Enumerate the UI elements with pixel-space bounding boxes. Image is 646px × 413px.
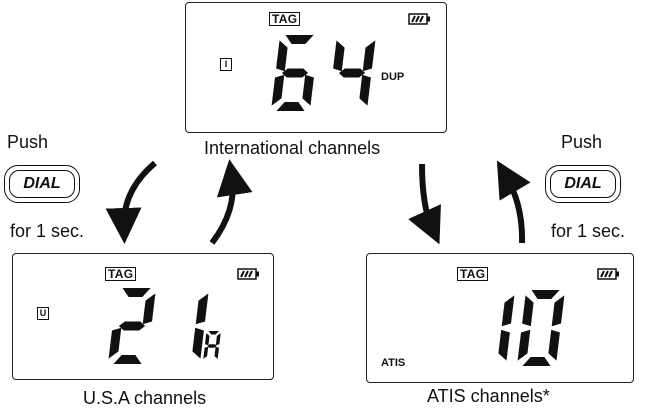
battery-icon (597, 268, 619, 280)
digit-segment-c (548, 329, 560, 361)
digit-segment-g (118, 321, 146, 331)
arrow-international-to-usa (105, 160, 157, 244)
digit-segment-d (276, 102, 305, 111)
digit-segment-c (302, 74, 314, 106)
usa-mode-indicator: U (37, 307, 49, 320)
digit-segment-b (195, 293, 209, 325)
digit-segment-b (142, 293, 156, 325)
digit-segment-b (551, 295, 565, 327)
channel-digit-4 (333, 40, 376, 106)
arrow-international-to-atis (408, 163, 441, 245)
tag-indicator: TAG (457, 267, 489, 281)
digit-segment-f (333, 40, 345, 72)
dial-button-label: DIAL (550, 170, 616, 198)
right-dial-button: DIAL (545, 165, 621, 203)
left-dial-button: DIAL (4, 165, 80, 203)
battery-icon (408, 13, 430, 25)
dial-button-label: DIAL (9, 170, 75, 198)
digit-segment-c (214, 346, 219, 359)
digit-segment-d (113, 355, 142, 364)
arrow-atis-to-international (496, 160, 531, 244)
digit-segment-e (517, 329, 531, 361)
international-mode-indicator: I (220, 58, 232, 71)
digit-segment-a (208, 331, 219, 335)
digit-segment-a (122, 288, 151, 297)
digit-segment-c (498, 329, 510, 361)
digit-segment-a (285, 35, 314, 44)
digit-segment-f (276, 40, 288, 72)
dup-indicator: DUP (381, 71, 405, 83)
right-push-label: Push (561, 132, 603, 152)
digit-segment-f (522, 295, 534, 327)
digit-segment-e (271, 74, 285, 106)
digit-segment-b (215, 333, 221, 346)
atis-indicator: ATIS (381, 357, 406, 369)
channel-digit-0 (517, 290, 565, 366)
arrow-usa-to-international (209, 159, 253, 245)
digit-segment-d (522, 357, 551, 366)
channel-digit-1 (498, 295, 515, 361)
channel-digit-6 (271, 35, 314, 111)
digit-segment-e (203, 346, 209, 359)
atis-channels-caption: ATIS channels* (427, 386, 550, 406)
left-duration-label: for 1 sec. (10, 221, 85, 241)
digit-segment-g (338, 68, 366, 78)
international-channels-caption: International channels (204, 138, 381, 158)
battery-icon (237, 268, 259, 280)
digit-segment-b (362, 40, 376, 72)
usa-channels-caption: U.S.A channels (83, 388, 207, 408)
digit-segment-f (205, 333, 210, 346)
usa-display: TAG U (12, 253, 274, 380)
digit-segment-c (359, 74, 371, 106)
digit-segment-b (501, 295, 515, 327)
tag-indicator: TAG (105, 267, 137, 281)
atis-display: TAG ATIS (366, 253, 634, 383)
international-display: TAG I DUP (185, 2, 447, 133)
digit-segment-e (108, 327, 122, 359)
channel-digit-2 (108, 288, 156, 364)
digit-segment-a (531, 290, 560, 299)
left-push-label: Push (7, 132, 49, 152)
digit-segment-c (192, 327, 204, 359)
channel-digit-1 (192, 293, 209, 359)
right-duration-label: for 1 sec. (551, 221, 626, 241)
tag-indicator: TAG (269, 12, 301, 26)
digit-segment-g (281, 68, 309, 78)
channel-suffix-a (203, 331, 221, 359)
digit-segment-g (207, 344, 217, 348)
